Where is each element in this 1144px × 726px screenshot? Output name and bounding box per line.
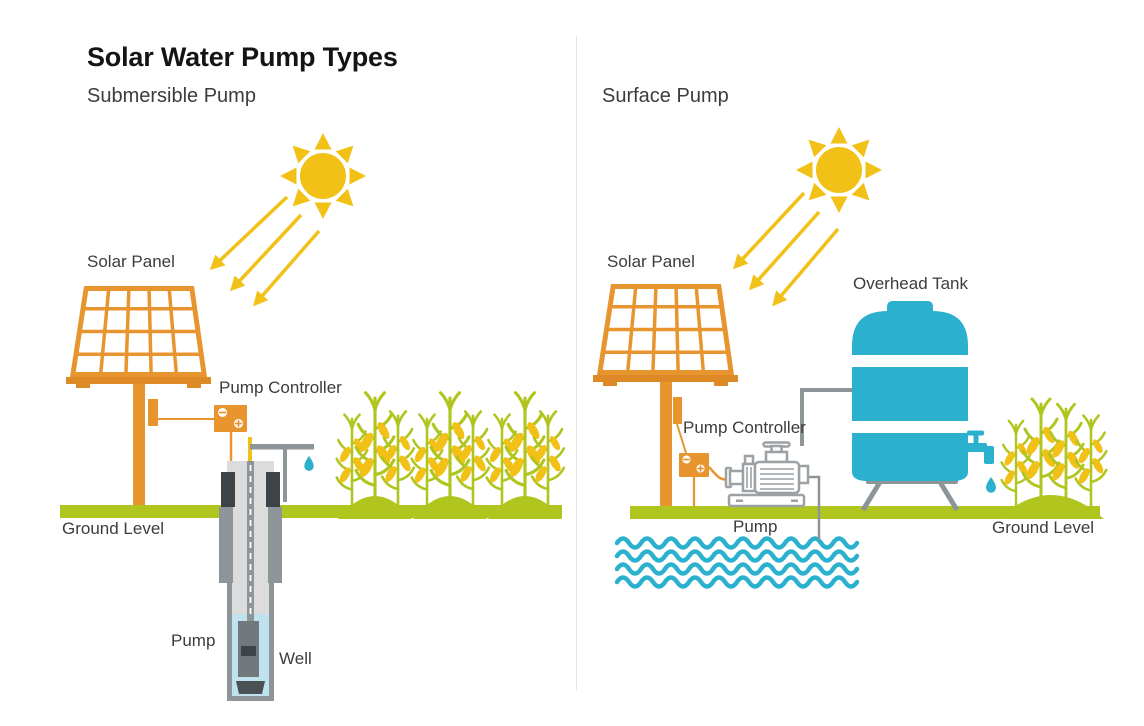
panel-pole bbox=[133, 383, 145, 508]
pump-controller-icon bbox=[679, 453, 709, 477]
label-ground-level-right: Ground Level bbox=[992, 518, 1095, 537]
sun-icon bbox=[280, 133, 366, 219]
delivery-pipe bbox=[800, 388, 853, 446]
label-solar-panel-right: Solar Panel bbox=[607, 252, 695, 271]
label-pump-controller-left: Pump Controller bbox=[219, 378, 342, 397]
subtitle-submersible: Submersible Pump bbox=[87, 85, 256, 107]
tap-icon bbox=[964, 430, 994, 464]
submersible-diagram bbox=[60, 133, 566, 701]
solar-panel-icon bbox=[593, 284, 738, 386]
panel-pole bbox=[660, 381, 672, 509]
label-pump-left: Pump bbox=[171, 631, 216, 650]
sunlight-arrows-icon bbox=[209, 195, 321, 307]
sun-icon bbox=[796, 127, 882, 213]
sunlight-arrows-icon bbox=[732, 191, 840, 307]
water-source-icon bbox=[614, 536, 860, 589]
riser-pipe bbox=[247, 461, 254, 621]
outlet-pipe-support bbox=[283, 449, 287, 502]
label-well: Well bbox=[279, 649, 312, 668]
junction-box bbox=[673, 397, 682, 424]
label-solar-panel-left: Solar Panel bbox=[87, 252, 175, 271]
pump-controller-icon bbox=[214, 405, 247, 432]
surface-diagram bbox=[593, 127, 1108, 589]
overhead-tank-icon bbox=[852, 301, 996, 512]
ground-bar bbox=[630, 506, 1100, 519]
crops-icon bbox=[335, 391, 566, 519]
label-ground-level-left: Ground Level bbox=[62, 519, 165, 538]
wire-panel-to-controller bbox=[676, 423, 687, 454]
well-icon bbox=[219, 461, 282, 701]
label-pump-right: Pump bbox=[733, 517, 778, 536]
outlet-pipe bbox=[250, 444, 314, 450]
label-overhead-tank: Overhead Tank bbox=[853, 274, 968, 293]
page-title: Solar Water Pump Types bbox=[87, 42, 398, 72]
ground-bar bbox=[60, 505, 562, 518]
water-drop-icon bbox=[986, 477, 996, 493]
solar-panel-icon bbox=[66, 286, 211, 388]
label-pump-controller-right: Pump Controller bbox=[683, 418, 806, 437]
subtitle-surface: Surface Pump bbox=[602, 85, 729, 107]
water-drop-icon bbox=[304, 456, 314, 471]
surface-pump-icon bbox=[724, 441, 810, 508]
crops-icon bbox=[998, 397, 1108, 519]
suction-pipe bbox=[805, 475, 821, 540]
panel-divider bbox=[576, 36, 577, 691]
junction-box bbox=[148, 399, 158, 426]
